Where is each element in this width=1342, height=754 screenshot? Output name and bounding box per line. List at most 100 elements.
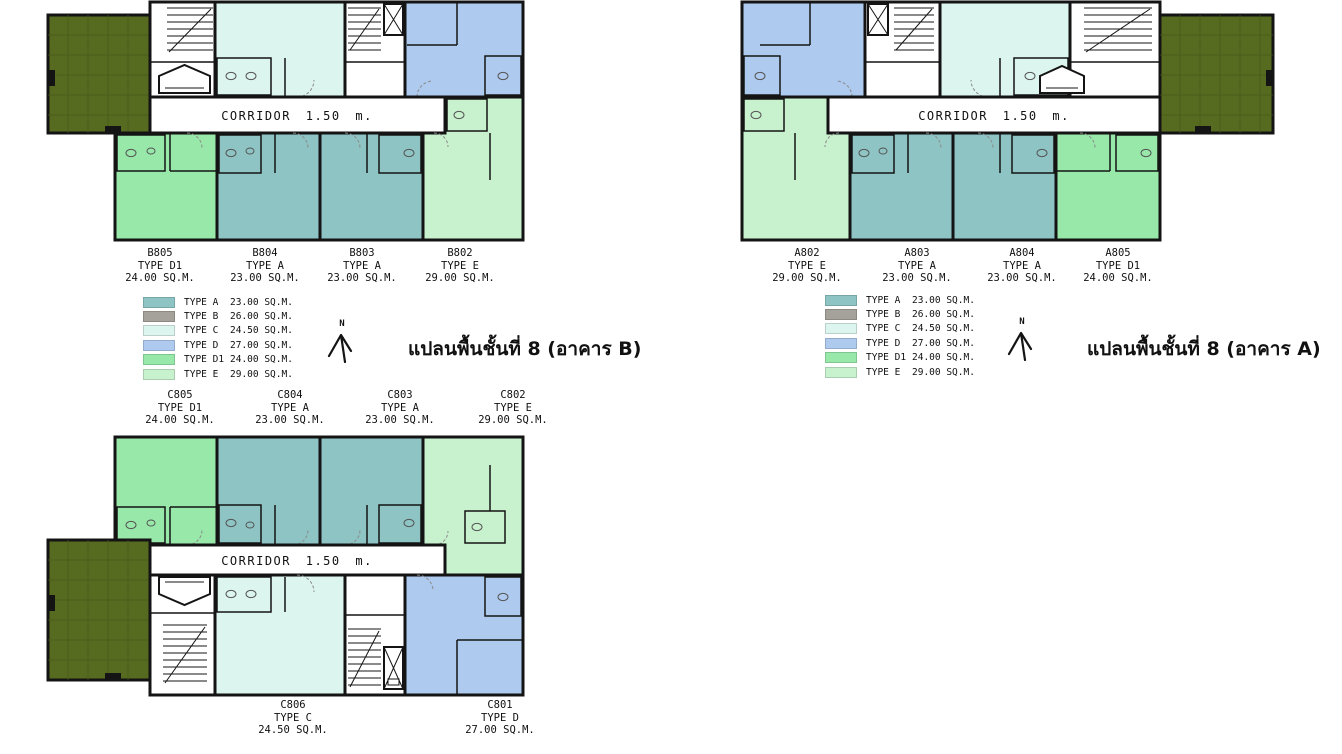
bathroom [484, 576, 522, 617]
legend-color-chip [143, 354, 175, 366]
legend-color-chip [143, 339, 175, 351]
legend-color-chip [143, 311, 175, 323]
stair-elevator-core-c [343, 573, 407, 697]
toilet-icon [1036, 148, 1048, 158]
bathroom [1011, 134, 1055, 174]
elevator-car [387, 678, 400, 686]
legend-area-label: 24.50 SQ.M. [230, 325, 293, 337]
bathroom [743, 98, 785, 132]
unit-label-c804: C804 TYPE A 23.00 SQ.M. [255, 389, 325, 426]
legend-row: TYPE D1 24.00 SQ.M. [143, 353, 293, 367]
legend-building-a: TYPE A 23.00 SQ.M. TYPE B 26.00 SQ.M. TY… [825, 293, 975, 379]
legend-type-label: TYPE A [184, 296, 219, 308]
legend-area-label: 26.00 SQ.M. [912, 309, 975, 321]
bathroom [484, 55, 522, 96]
unit-label-b803: B803 TYPE A 23.00 SQ.M. [327, 247, 397, 284]
corridor-label: CORRIDOR 1.50 m. [221, 109, 373, 123]
toilet-icon [750, 110, 762, 120]
garden-terrace-c [46, 538, 152, 682]
garden-wall-tick [48, 70, 55, 86]
bathroom [1115, 134, 1159, 172]
bathroom [464, 510, 506, 544]
stairwell-b [148, 0, 217, 99]
toilet-icon [125, 520, 137, 530]
legend-color-chip [825, 352, 857, 364]
unit-label-b805: B805 TYPE D1 24.00 SQ.M. [125, 247, 195, 284]
unit-label-a803: A803 TYPE A 23.00 SQ.M. [882, 247, 952, 284]
sink-icon [245, 71, 257, 81]
unit-label-c806: C806 TYPE C 24.50 SQ.M. [258, 699, 328, 736]
legend-color-chip [143, 368, 175, 380]
toilet-icon [754, 71, 766, 81]
legend-type-label: TYPE C [866, 323, 901, 335]
toilet-icon [453, 110, 465, 120]
legend-row: TYPE B 26.00 SQ.M. [825, 307, 975, 321]
legend-row: TYPE B 26.00 SQ.M. [143, 309, 293, 323]
unit-room-type-d-b [403, 0, 525, 99]
plan-caption-building-b: แปลนพื้นชั้นที่ 8 (อาคาร B) [408, 338, 642, 360]
bathroom [218, 504, 262, 544]
legend-row: TYPE E 29.00 SQ.M. [143, 367, 293, 381]
sink-icon [245, 589, 257, 599]
legend-type-label: TYPE D [866, 337, 901, 349]
legend-row: TYPE A 23.00 SQ.M. [143, 295, 293, 309]
unit-room-c801 [403, 573, 525, 697]
entry-canopy-icon [1039, 64, 1085, 94]
sink-icon [146, 147, 156, 155]
unit-label-c801: C801 TYPE D 27.00 SQ.M. [465, 699, 535, 736]
garden-wall-tick [1195, 126, 1211, 133]
legend-type-label: TYPE B [184, 311, 219, 323]
unit-label-c805: C805 TYPE D1 24.00 SQ.M. [145, 389, 215, 426]
legend-color-chip [143, 325, 175, 337]
legend-type-label: TYPE D1 [866, 352, 907, 364]
legend-row: TYPE C 24.50 SQ.M. [143, 324, 293, 338]
north-label: N [339, 319, 345, 329]
bathroom [743, 55, 781, 96]
stairwell-a [1039, 0, 1162, 99]
toilet-icon [225, 518, 237, 528]
bathroom [216, 57, 272, 96]
toilet-icon [1024, 71, 1036, 81]
unit-room-b803 [318, 131, 425, 242]
stair-elevator-core-b [343, 0, 407, 99]
toilet-icon [1140, 148, 1152, 158]
toilet-icon [403, 148, 415, 158]
unit-label-c803: C803 TYPE A 23.00 SQ.M. [365, 389, 435, 426]
legend-type-label: TYPE D [184, 339, 219, 351]
legend-color-chip [825, 294, 857, 306]
toilet-icon [858, 148, 870, 158]
legend-area-label: 27.00 SQ.M. [912, 337, 975, 349]
unit-room-a804 [951, 131, 1058, 242]
legend-color-chip [825, 366, 857, 378]
floor-plan-building-c: CORRIDOR 1.50 m. [46, 435, 525, 697]
legend-color-chip [825, 337, 857, 349]
garden-wall-tick [1266, 70, 1273, 86]
garden-terrace-b [46, 13, 152, 135]
bathroom [851, 134, 895, 174]
unit-room-a803 [848, 131, 955, 242]
north-arrow-a: N [1002, 318, 1042, 364]
unit-room-c805 [113, 435, 219, 547]
toilet-icon [471, 522, 483, 532]
corridor-a: CORRIDOR 1.50 m. [826, 95, 1162, 135]
north-label: N [1019, 317, 1025, 327]
corridor-label: CORRIDOR 1.50 m. [918, 109, 1070, 123]
north-arrow-icon [327, 333, 353, 364]
unit-room-type-d-a [740, 0, 867, 99]
sink-icon [245, 521, 255, 529]
sink-icon [878, 147, 888, 155]
unit-room-type-c-a [938, 0, 1072, 99]
plan-caption-building-a: แปลนพื้นชั้นที่ 8 (อาคาร A) [1087, 338, 1321, 360]
legend-area-label: 24.00 SQ.M. [912, 352, 975, 364]
legend-area-label: 23.00 SQ.M. [912, 294, 975, 306]
unit-room-b805 [113, 131, 219, 242]
unit-room-c803 [318, 435, 425, 547]
legend-color-chip [143, 296, 175, 308]
unit-room-c806 [213, 573, 347, 697]
floor-plan-building-a: CORRIDOR 1.50 m. [740, 0, 1275, 242]
legend-type-label: TYPE A [866, 294, 901, 306]
corridor-c: CORRIDOR 1.50 m. [148, 543, 447, 577]
legend-row: TYPE D 27.00 SQ.M. [825, 336, 975, 350]
legend-type-label: TYPE E [184, 368, 219, 380]
